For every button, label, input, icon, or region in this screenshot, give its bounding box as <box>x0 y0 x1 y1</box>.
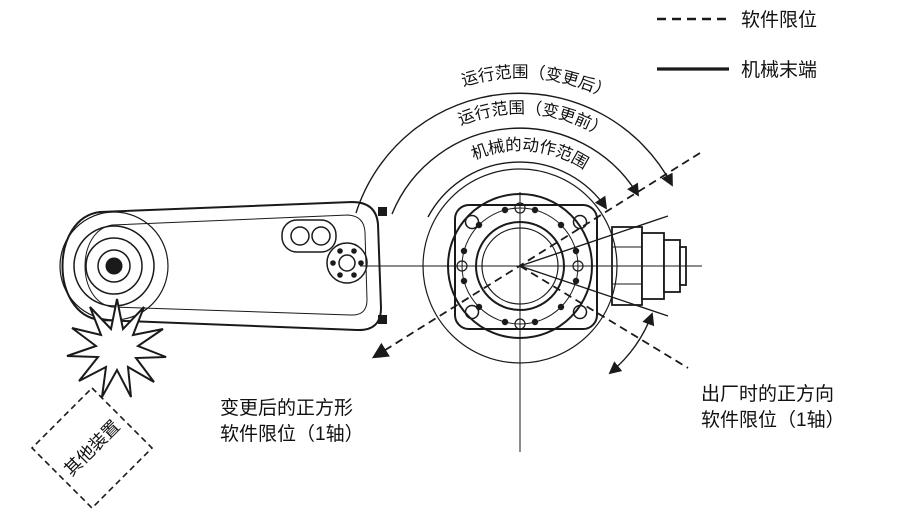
legend: 软件限位 机械末端 <box>657 9 817 81</box>
software-limit-lines <box>371 152 701 369</box>
arc-mechanical-range <box>427 161 608 218</box>
changed-limit-label-line1: 变更后的正方形 <box>220 397 353 419</box>
other-device-box: 其他装置 <box>30 386 154 510</box>
legend-mechanical-end-label: 机械末端 <box>741 59 817 81</box>
legend-software-limit-label: 软件限位 <box>741 9 817 31</box>
other-device-label: 其他装置 <box>60 416 124 480</box>
factory-limit-dashed-line <box>519 265 689 369</box>
robot-arm-top-view <box>59 168 687 364</box>
factory-limit-label-line1: 出厂时的正方向 <box>701 383 834 405</box>
flange-bolts <box>460 206 580 326</box>
range-arcs <box>355 92 673 375</box>
arc-range-after-change <box>355 92 673 214</box>
callout-texts: 变更后的正方形 软件限位（1轴） 出厂时的正方向 软件限位（1轴） <box>220 383 845 445</box>
arc-range-before-change <box>391 127 639 215</box>
arc-label-texts: 运行范围（变更后） 运行范围（变更前） 机械的动作范围 <box>455 63 613 173</box>
changed-limit-label-line2: 软件限位（1轴） <box>220 423 364 445</box>
crosshair-centerlines <box>360 192 702 452</box>
mechanical-end-lines <box>519 215 669 317</box>
limit-shift-double-arrow <box>608 312 655 375</box>
arc-label-range-after: 运行范围（变更后） <box>459 63 614 103</box>
collision-starburst <box>66 298 167 398</box>
factory-limit-label-line2: 软件限位（1轴） <box>701 409 845 431</box>
arm-link <box>59 200 387 332</box>
